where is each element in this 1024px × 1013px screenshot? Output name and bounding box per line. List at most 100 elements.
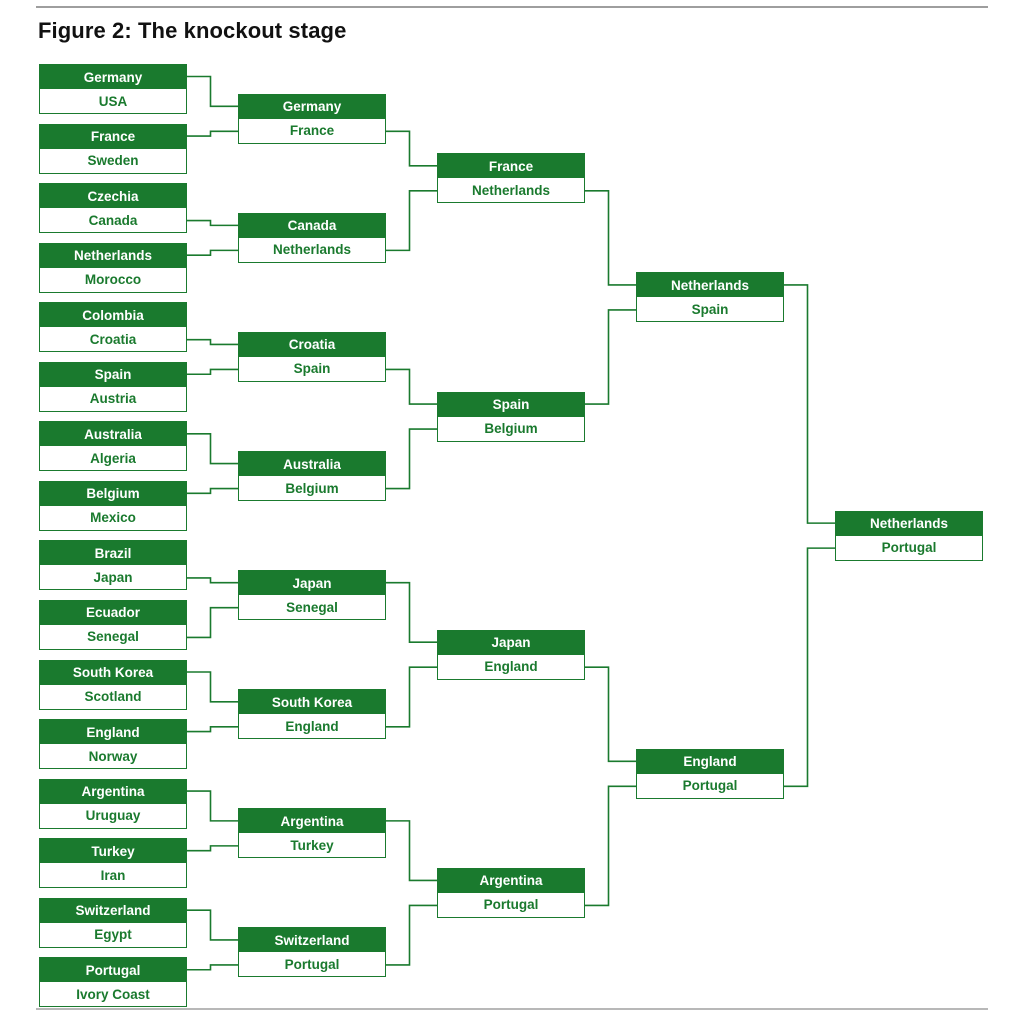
connector-line: [187, 368, 238, 376]
team-name: Netherlands: [40, 243, 186, 268]
connector-line: [386, 581, 437, 644]
connector-line: [386, 428, 437, 490]
team-name: Spain: [438, 392, 584, 417]
team-name: Austria: [40, 386, 186, 411]
team-name: Mexico: [40, 505, 186, 530]
team-name: Turkey: [40, 839, 186, 864]
team-name: Netherlands: [239, 237, 385, 262]
connector-line: [187, 909, 238, 941]
team-name: France: [438, 154, 584, 179]
team-name: Canada: [40, 208, 186, 233]
top-rule: [36, 6, 988, 8]
connector-line: [386, 190, 437, 252]
connector-line: [187, 75, 238, 108]
connector-line: [187, 845, 238, 852]
team-name: Brazil: [40, 541, 186, 566]
connector-line: [784, 284, 835, 524]
team-name: England: [239, 714, 385, 739]
team-name: Netherlands: [836, 511, 982, 536]
team-name: England: [40, 720, 186, 745]
team-name: South Korea: [40, 660, 186, 685]
connector-line: [187, 964, 238, 971]
team-name: Japan: [239, 571, 385, 596]
team-name: South Korea: [239, 690, 385, 715]
team-name: Portugal: [637, 773, 783, 798]
team-name: Argentina: [438, 868, 584, 893]
connector-line: [784, 547, 835, 788]
connector-line: [187, 130, 238, 137]
bottom-rule: [36, 1008, 988, 1010]
connector-line: [187, 790, 238, 822]
team-name: Senegal: [40, 624, 186, 649]
team-name: Spain: [239, 356, 385, 381]
connector-line: [386, 904, 437, 966]
team-name: Sweden: [40, 148, 186, 173]
team-name: Portugal: [40, 958, 186, 983]
team-name: Portugal: [438, 892, 584, 917]
team-name: Canada: [239, 213, 385, 238]
connector-line: [386, 368, 437, 405]
connector-line: [187, 249, 238, 256]
connector-line: [187, 432, 238, 465]
team-name: England: [438, 654, 584, 679]
team-name: Algeria: [40, 446, 186, 471]
team-name: Argentina: [40, 779, 186, 804]
connector-line: [187, 338, 238, 346]
team-name: Ecuador: [40, 600, 186, 625]
team-name: Norway: [40, 744, 186, 769]
connector-line: [386, 666, 437, 728]
team-name: Portugal: [836, 535, 982, 560]
team-name: Turkey: [239, 833, 385, 858]
connector-line: [187, 219, 238, 227]
connector-line: [585, 785, 636, 907]
team-name: Iran: [40, 863, 186, 888]
team-name: Egypt: [40, 922, 186, 947]
connector-line: [187, 725, 238, 733]
team-name: Switzerland: [40, 898, 186, 923]
team-name: France: [40, 124, 186, 149]
connector-line: [585, 190, 636, 286]
figure-title: Figure 2: The knockout stage: [38, 18, 347, 43]
team-name: Australia: [239, 452, 385, 477]
team-name: France: [239, 118, 385, 143]
connector-line: [187, 577, 238, 584]
team-name: Netherlands: [637, 273, 783, 298]
team-name: Australia: [40, 422, 186, 447]
team-name: Japan: [438, 630, 584, 655]
team-name: Colombia: [40, 303, 186, 328]
team-name: Ivory Coast: [40, 982, 186, 1007]
connector-line: [187, 671, 238, 703]
team-name: Portugal: [239, 952, 385, 977]
team-name: Croatia: [40, 327, 186, 352]
team-name: Germany: [40, 65, 186, 89]
team-name: USA: [40, 89, 186, 113]
team-name: Spain: [637, 297, 783, 322]
team-name: Morocco: [40, 267, 186, 292]
team-name: Senegal: [239, 595, 385, 620]
